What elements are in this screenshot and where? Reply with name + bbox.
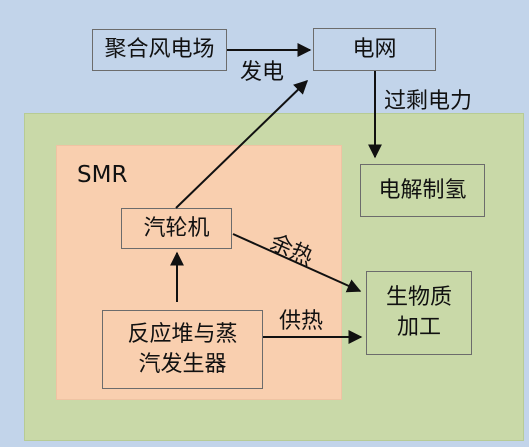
electrolysis-label: 电解制氢 xyxy=(378,177,467,203)
edge-label-heat-supply: 供热 xyxy=(279,309,324,334)
electrolysis-node: 电解制氢 xyxy=(360,164,485,217)
grid-node: 电网 xyxy=(313,28,436,71)
wind-farm-node: 聚合风电场 xyxy=(92,29,227,71)
processing-node: 生物质 加工 xyxy=(366,271,472,355)
smr-region-label: SMR xyxy=(77,162,128,188)
processing-label-line2: 加工 xyxy=(396,315,441,340)
turbine-node: 汽轮机 xyxy=(121,208,232,249)
turbine-label: 汽轮机 xyxy=(143,215,210,241)
wind-farm-label: 聚合风电场 xyxy=(104,37,215,62)
reactor-node: 反应堆与蒸 汽发生器 xyxy=(102,310,263,389)
arrow-turbine-to-grid xyxy=(175,80,309,209)
arrow-turbine-to-processing xyxy=(232,233,362,293)
processing-label-line1: 生物质 xyxy=(385,285,452,310)
reactor-label-line1: 反应堆与蒸 xyxy=(127,321,238,347)
reactor-label-line2: 汽发生器 xyxy=(138,351,227,377)
grid-label: 电网 xyxy=(352,36,397,62)
edge-label-generation: 发电 xyxy=(240,60,285,85)
edge-label-surplus-power: 过剩电力 xyxy=(384,89,473,114)
